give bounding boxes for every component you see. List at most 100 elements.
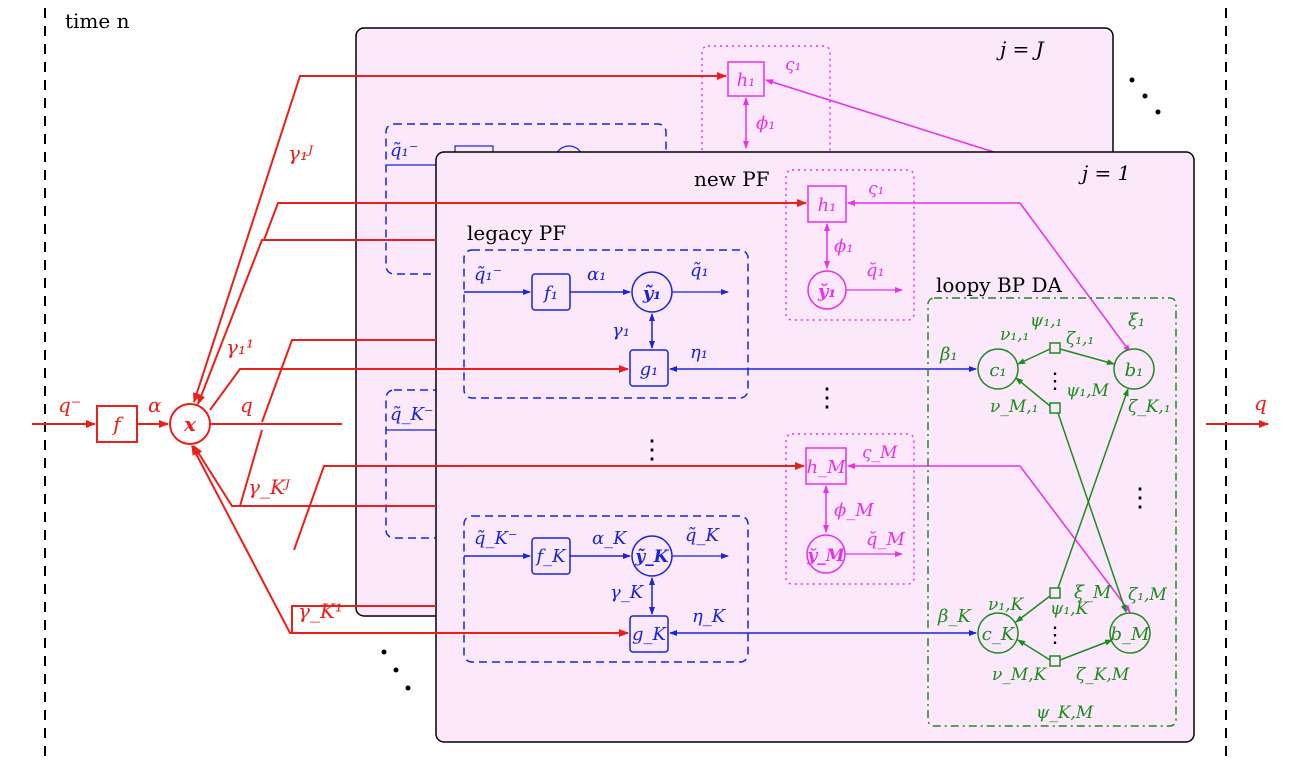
qK-output-label: q̃_K <box>685 525 721 546</box>
psi1M-factor <box>1049 402 1061 414</box>
nuMK-label: ν_M,K <box>992 665 1048 685</box>
layer-label-1: j = 1 <box>1078 161 1130 185</box>
psi1M-to-c1 <box>1015 377 1051 407</box>
xi1-label: ξ₁ <box>1128 310 1145 331</box>
q1-input-label: q̃₁⁻ <box>474 264 502 285</box>
psiKM-to-cK <box>1017 639 1051 661</box>
legacy1-back-edge <box>197 239 436 405</box>
etaK-label: η_K <box>692 606 727 627</box>
qM-new-label: q̆_M <box>866 529 906 550</box>
yK-label: ỹ_K <box>634 547 669 567</box>
gamma11-back-edge <box>261 339 436 423</box>
h1-to-b1-edge-diag <box>1019 202 1131 353</box>
layer-ellipsis-bottom <box>381 649 411 691</box>
psi1K-to-b1 <box>1057 388 1129 589</box>
gK-factor <box>629 615 669 653</box>
hM-factor <box>805 447 847 485</box>
bp-ellipsis-bottom: ⋮ <box>1044 623 1066 648</box>
nu11-label: ν₁,₁ <box>1000 325 1029 345</box>
beta1-label: β₁ <box>939 344 958 365</box>
f1-label: f₁ <box>542 283 558 304</box>
psiKM-to-bM <box>1059 639 1113 661</box>
sM-label: ς_M <box>862 443 898 463</box>
zeta1M-label: ζ₁,M <box>1128 585 1167 605</box>
alphaK-label: α_K <box>592 528 628 549</box>
new-pf-box-M <box>785 433 915 585</box>
f-factor <box>96 405 138 443</box>
back-h1-factor <box>727 61 765 97</box>
zetaKM-label: ζ_K,M <box>1076 665 1130 685</box>
gamma11-label: γ₁¹ <box>226 335 254 359</box>
q-out-label: q <box>1254 391 1267 415</box>
h1-factor <box>807 185 847 223</box>
back-h1-to-b-edge <box>765 79 1001 155</box>
y1-new-label: y̆₁ <box>817 281 836 302</box>
psi11-to-b1 <box>1059 348 1115 366</box>
alpha1-label: α₁ <box>587 264 606 285</box>
zetaK1-label: ζ_K,₁ <box>1128 397 1171 417</box>
gammaKJ-label: γ_Kᴶ <box>248 475 291 499</box>
back-q1-label: q̃₁⁻ <box>390 140 418 161</box>
back-qK-label: q̃_K⁻ <box>390 404 433 425</box>
psi11-to-c1 <box>1017 348 1051 365</box>
gK-label: g_K <box>632 624 668 645</box>
cK-label: c_K <box>982 624 1016 645</box>
back-phi1-label: ϕ₁ <box>756 113 776 134</box>
psi11-factor <box>1049 342 1061 354</box>
psi1K-label: ψ₁,K <box>1050 599 1090 619</box>
gamma1J-label: γ₁ᴶ <box>288 141 314 165</box>
gammaK-label: γ_K <box>610 582 645 603</box>
q-mid-label: q <box>240 393 253 417</box>
legacy-ellipsis: ⋮ <box>639 435 665 465</box>
betaK-label: β_K <box>937 606 972 627</box>
c1-label: c₁ <box>989 360 1006 381</box>
eta1-label: η₁ <box>690 342 708 363</box>
psi1M-to-bM <box>1057 412 1127 613</box>
newpf-ellipsis: ⋮ <box>814 383 840 413</box>
b1-label: b₁ <box>1125 360 1144 381</box>
psi11-label: ψ₁,₁ <box>1030 311 1062 331</box>
bM-variable <box>1109 612 1151 654</box>
phi1-label: ϕ₁ <box>834 236 854 257</box>
x-label: x <box>183 412 197 436</box>
to-h1-front-edge <box>263 199 807 241</box>
y1-label: ỹ₁ <box>642 283 661 304</box>
xiM-label: ξ_M <box>1074 582 1112 603</box>
time-label: time n <box>65 9 130 33</box>
phiM-label: ϕ_M <box>834 500 874 521</box>
zeta11-label: ζ₁,₁ <box>1066 329 1094 349</box>
g1-label: g₁ <box>640 359 659 380</box>
gammaK1-edge <box>191 445 629 637</box>
new-pf-label: new PF <box>694 167 770 191</box>
yM-new-label: y̆_M <box>806 546 845 566</box>
loopy-bp-label: loopy BP DA <box>936 273 1062 297</box>
alpha-label: α <box>148 393 162 417</box>
s1-label: ς₁ <box>868 179 884 199</box>
psi1K-to-cK <box>1015 595 1051 623</box>
loopy-bp-box <box>927 297 1177 727</box>
legacy-pf-label: legacy PF <box>467 221 566 245</box>
c1-variable <box>977 348 1019 390</box>
q1-new-label: q̆₁ <box>866 260 885 281</box>
bp-ellipsis-top: ⋮ <box>1044 369 1066 394</box>
gamma11-edge <box>209 365 629 411</box>
back-h1-label: h₁ <box>737 70 756 91</box>
back-s1-label: ς₁ <box>785 55 801 75</box>
gammaK1-label: γ_K¹ <box>298 599 343 623</box>
gammaK-back-edge <box>291 605 436 633</box>
b1-variable <box>1113 348 1155 390</box>
fK-label: f_K <box>534 546 567 567</box>
qK-input-label: q̃_K⁻ <box>474 528 517 549</box>
bM-label: b_M <box>1111 624 1151 645</box>
nu1K-label: ν₁,K <box>988 595 1025 615</box>
q1-output-label: q̃₁ <box>690 260 709 281</box>
hM-label: h_M <box>806 457 846 478</box>
cK-variable <box>977 612 1019 654</box>
q-in-label: q⁻ <box>58 393 81 417</box>
h1-label: h₁ <box>818 195 837 216</box>
psiKM-factor <box>1049 655 1061 667</box>
layer-label-J: j = J <box>996 37 1045 61</box>
psi1K-factor <box>1049 587 1061 599</box>
nuM1-label: ν_M,₁ <box>990 397 1038 417</box>
